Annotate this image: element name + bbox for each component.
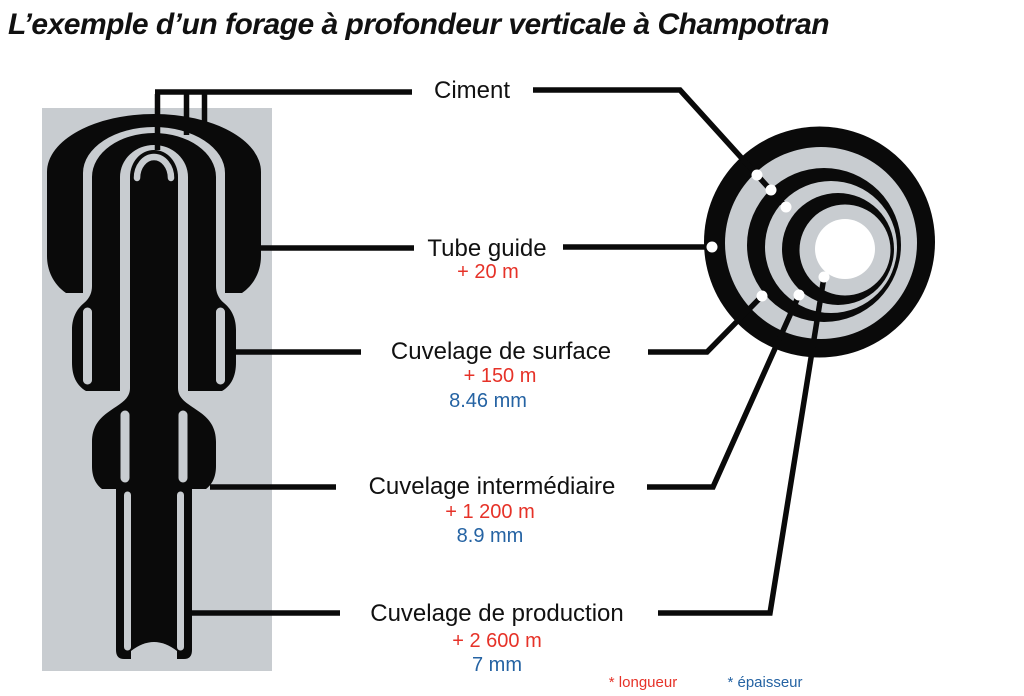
length-tube-guide: + 20 m [457,261,519,283]
dot-cement-middle [765,184,777,196]
cement-slits [83,153,225,651]
callout-lines-right [533,87,827,616]
ciment-line-right [533,87,789,209]
footnote-legend: * longueur * épaisseur [609,674,803,691]
label-cuvelage-intermediaire: Cuvelage intermédiaire [369,473,616,500]
casing-tube-guide-shape [47,114,261,293]
casing-intermediaire-shape [92,150,216,489]
callout-labels: Ciment Tube guide + 20 m Cuvelage de sur… [369,77,624,676]
well-cutaway-illustration [42,108,272,671]
connection-dots [706,169,830,302]
label-ciment: Ciment [434,77,510,104]
dot-surface [756,290,768,302]
thickness-cuvelage-intermediaire: 8.9 mm [457,525,524,547]
dot-production [818,271,830,283]
length-cuvelage-intermediaire: + 1 200 m [445,501,535,523]
production-line-right [658,276,827,616]
label-tube-guide: Tube guide [427,235,546,262]
dot-tube-guide [706,241,718,253]
length-cuvelage-surface: + 150 m [464,365,537,387]
surface-line-right [648,294,764,355]
ring-bore [815,219,875,279]
legend-epaisseur: * épaisseur [727,674,802,691]
callout-lines-left [154,89,414,616]
page-title: L’exemple d’un forage à profondeur verti… [8,8,829,41]
casing-surface-shape [72,133,236,391]
dot-intermediaire [793,289,805,301]
label-cuvelage-surface: Cuvelage de surface [391,338,611,365]
thickness-cuvelage-production: 7 mm [472,654,522,676]
thickness-cuvelage-surface: 8.46 mm [449,390,527,412]
borehole-bottom-notch [131,642,177,661]
casing-production-shape [116,470,192,659]
ciment-line-left [154,89,412,150]
label-cuvelage-production: Cuvelage de production [370,600,624,627]
dot-cement-inner [780,201,792,213]
intermediaire-line-right [647,293,802,490]
length-cuvelage-production: + 2 600 m [452,630,542,652]
inner-dome-arc [133,153,175,182]
dot-cement-outer [751,169,763,181]
legend-longueur: * longueur [609,674,677,691]
